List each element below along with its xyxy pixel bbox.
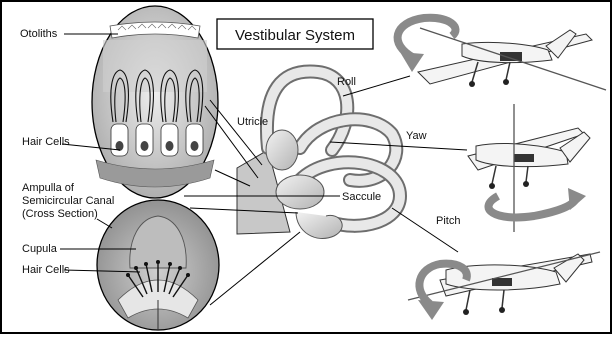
label-hair-cells-top: Hair Cells bbox=[22, 136, 70, 148]
page-title: Vestibular System bbox=[235, 27, 355, 44]
label-ampulla-line1: Ampulla of bbox=[22, 182, 75, 194]
label-saccule: Saccule bbox=[342, 191, 381, 203]
label-utricle: Utricle bbox=[237, 116, 268, 128]
title-box: Vestibular System bbox=[217, 19, 373, 49]
label-ampulla-line3: (Cross Section) bbox=[22, 208, 98, 220]
label-roll: Roll bbox=[337, 76, 356, 88]
otolith-organ-oval bbox=[92, 6, 218, 198]
label-otoliths: Otoliths bbox=[20, 28, 58, 40]
label-ampulla-line2: Semicircular Canal bbox=[22, 195, 114, 207]
ampulla-cross-section bbox=[97, 200, 219, 330]
label-cupula: Cupula bbox=[22, 243, 58, 255]
label-yaw: Yaw bbox=[406, 130, 427, 142]
utricle-shape bbox=[266, 130, 298, 170]
saccule-shape bbox=[276, 175, 324, 209]
label-hair-cells-bottom: Hair Cells bbox=[22, 264, 70, 276]
label-pitch: Pitch bbox=[436, 215, 460, 227]
